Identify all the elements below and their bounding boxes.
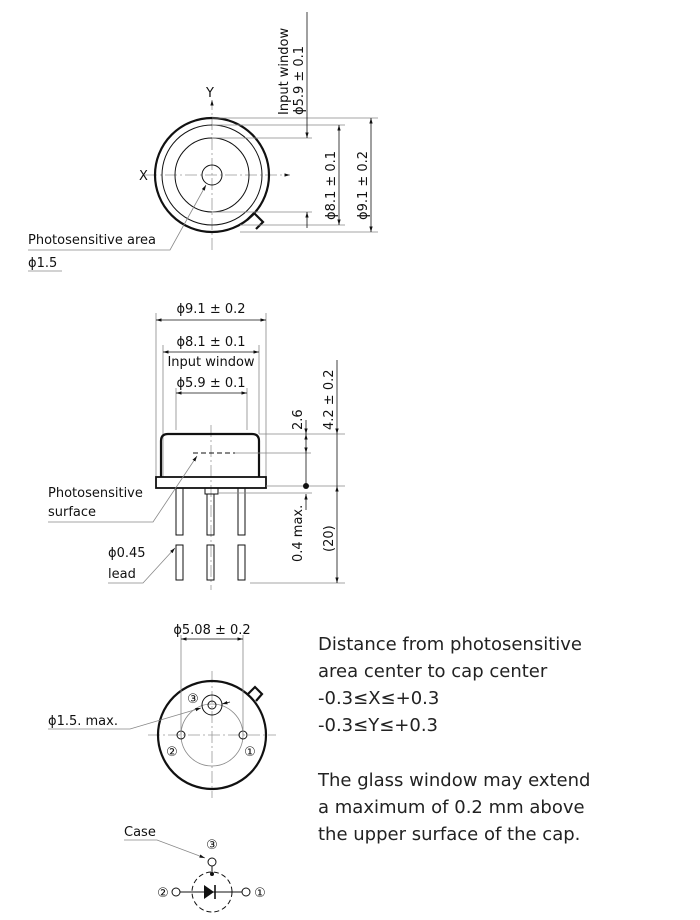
- lead-label: lead: [108, 567, 136, 582]
- note-line: area center to cap center: [318, 661, 548, 682]
- bottom-view: ϕ5.08 ± 0.2 ϕ1.5. max. ③ ② ①: [48, 623, 276, 798]
- photosensitive-area-dim: ϕ1.5: [28, 256, 57, 271]
- dim-8-1: ϕ8.1 ± 0.1: [324, 151, 339, 220]
- dim-2-6: 2.6: [291, 409, 306, 430]
- input-window-dim: ϕ5.9 ± 0.1: [292, 46, 307, 115]
- pin1-label: ①: [244, 745, 256, 760]
- pin2-label: ②: [157, 886, 169, 901]
- pitch-dim: ϕ5.08 ± 0.2: [173, 623, 250, 638]
- input-window-label: Input window: [167, 355, 254, 370]
- dim-8-1: ϕ8.1 ± 0.1: [176, 335, 245, 350]
- dim-9-1: ϕ9.1 ± 0.2: [176, 302, 245, 317]
- side-view: ϕ9.1 ± 0.2 ϕ8.1 ± 0.1 Input window ϕ5.9 …: [48, 302, 345, 590]
- photodiode-schematic: Case ③ ② ①: [124, 825, 266, 913]
- dim-20: (20): [322, 525, 337, 552]
- pin3-label: ③: [206, 838, 218, 853]
- input-window-label: Input window: [277, 28, 292, 115]
- input-window-dim: ϕ5.9 ± 0.1: [176, 376, 245, 391]
- leads: [175, 487, 246, 581]
- case-label: Case: [124, 825, 156, 840]
- dim-4-2: 4.2 ± 0.2: [322, 369, 337, 430]
- photosensitive-area-label: Photosensitive area: [28, 233, 156, 248]
- diode-icon: [204, 885, 214, 899]
- pin3-label: ③: [187, 692, 199, 707]
- top-view: X Y Input window ϕ5.9 ± 0.1 ϕ8.1 ± 0.1 ϕ…: [28, 12, 378, 272]
- notes: Distance from photosensitive area center…: [317, 634, 590, 845]
- pin2-label: ②: [166, 745, 178, 760]
- x-axis-label: X: [139, 169, 148, 184]
- lead-dim: ϕ0.45: [108, 546, 146, 561]
- y-axis-label: Y: [205, 86, 214, 101]
- dim-9-1: ϕ9.1 ± 0.2: [356, 151, 371, 220]
- note-line: The glass window may extend: [317, 770, 590, 791]
- note-line: -0.3≤X≤+0.3: [318, 688, 439, 709]
- photosensitive-surface-label-2: surface: [48, 505, 96, 520]
- photosensitive-surface-label-1: Photosensitive: [48, 486, 143, 501]
- note-line: a maximum of 0.2 mm above: [318, 797, 585, 818]
- dim-0-4-max: 0.4 max.: [291, 505, 306, 562]
- note-line: the upper surface of the cap.: [318, 824, 580, 845]
- pin-dim: ϕ1.5. max.: [48, 714, 118, 729]
- note-line: -0.3≤Y≤+0.3: [318, 715, 438, 736]
- pin1-label: ①: [254, 886, 266, 901]
- note-line: Distance from photosensitive: [318, 634, 582, 655]
